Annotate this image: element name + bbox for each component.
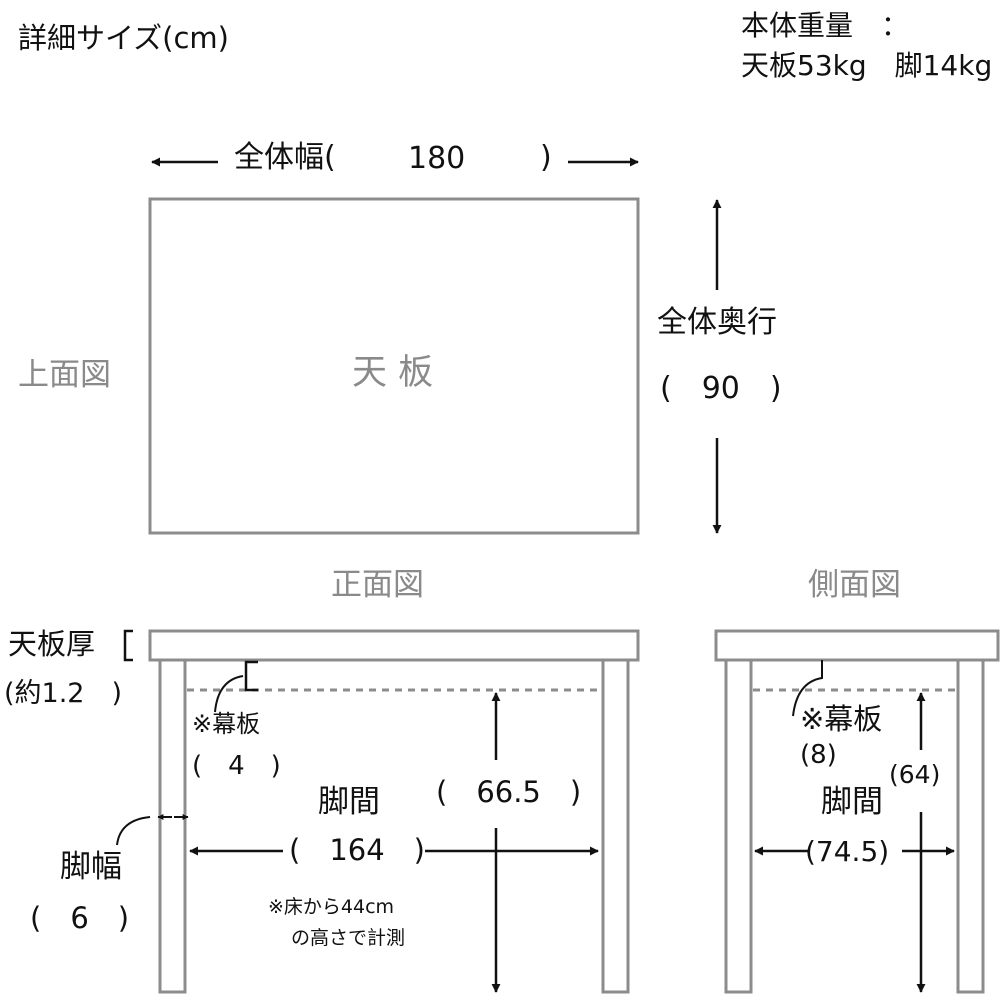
side-view-drawing (714, 629, 1000, 994)
front-apron-leader (214, 675, 244, 713)
front-apron-bracket (244, 660, 258, 692)
weight-values: 天板53kg 脚14kg (741, 49, 993, 82)
measurement-note-line2: の高さで計測 (291, 927, 406, 949)
thickness-bracket (123, 629, 133, 662)
side-between-value: (74.5) (805, 835, 890, 868)
leg-width-leader (116, 816, 151, 846)
width-close-paren: ) (540, 140, 552, 175)
leg-width-value: ( 6 ) (30, 901, 130, 935)
front-between-label: 脚間 (318, 784, 380, 820)
front-view-label: 正面図 (331, 567, 424, 603)
top-view-label: 上面図 (18, 357, 111, 393)
page-title: 詳細サイズ(cm) (18, 21, 229, 55)
thickness-label: 天板厚 (8, 627, 96, 661)
front-height-value: ( 66.5 ) (436, 775, 582, 809)
top-view-board-outline (148, 197, 640, 535)
side-between-label: 脚間 (821, 784, 883, 820)
thickness-value: (約1.2 ) (4, 678, 123, 709)
width-value: 180 (408, 141, 466, 176)
front-view-drawing (148, 629, 640, 994)
front-apron-value: ( 4 ) (192, 751, 281, 781)
depth-value: ( 90 ) (660, 371, 782, 406)
width-label: 全体幅( (234, 140, 336, 175)
side-apron-label: ※幕板 (800, 702, 883, 736)
side-apron-value: (8) (800, 740, 837, 770)
depth-label: 全体奥行 (657, 305, 777, 340)
front-between-value: ( 164 ) (289, 833, 425, 867)
weight-label: 本体重量 ： (741, 9, 910, 42)
side-height-value: (64) (889, 760, 941, 789)
top-board-label: 天 板 (352, 353, 434, 393)
measurement-note-line1: ※床から44cm (268, 896, 395, 918)
side-view-label: 側面図 (808, 567, 901, 603)
side-apron-leader (792, 660, 823, 717)
leg-width-label: 脚幅 (60, 849, 122, 885)
front-apron-label: ※幕板 (192, 710, 261, 738)
